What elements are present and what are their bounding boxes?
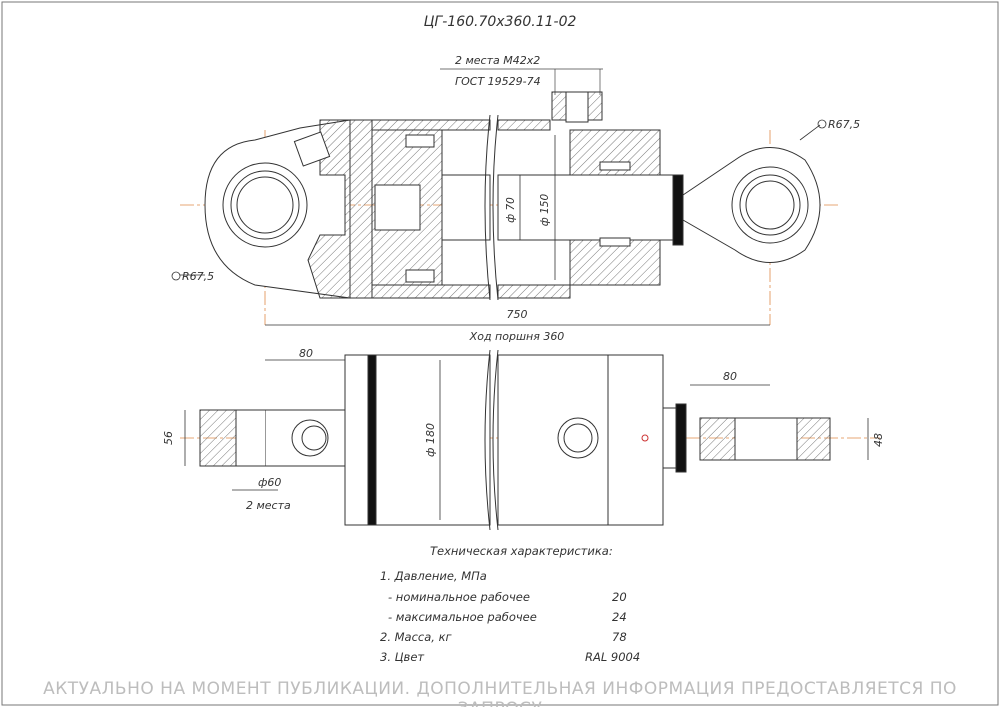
width-left-dim: 56 (162, 431, 175, 445)
bore-diameter-dim: ф 150 (539, 194, 551, 227)
spec-heading: Техническая характеристика: (430, 544, 613, 558)
stroke-dim: Ход поршня 360 (469, 330, 565, 343)
total-length-dim: 750 (507, 308, 528, 321)
port-note-line1: 2 места М42х2 (455, 54, 540, 67)
pin-count-note: 2 места (246, 499, 291, 512)
pin-diameter-dim: ф60 (258, 476, 281, 489)
spec-row-label: 2. Масса, кг (380, 630, 452, 644)
spec-row-label: - максимальное рабочее (388, 610, 537, 624)
spec-row-value: RAL 9004 (585, 650, 641, 664)
spec-row-label: - номинальное рабочее (388, 590, 530, 604)
radius-right-dim: R67,5 (828, 118, 860, 131)
drawing-title: ЦГ-160.70х360.11-02 (424, 14, 577, 30)
rod-diameter-dim: ф 70 (505, 197, 517, 223)
right-offset-dim: 80 (723, 370, 737, 383)
radius-left-dim: R67,5 (182, 270, 214, 283)
spec-row-value: 24 (612, 610, 627, 624)
width-right-dim: 48 (872, 433, 885, 447)
disclaimer-footer: АКТУАЛЬНО НА МОМЕНТ ПУБЛИКАЦИИ. ДОПОЛНИТ… (43, 679, 957, 707)
outer-diameter-dim: ф 180 (424, 423, 437, 457)
spec-row-label: 3. Цвет (380, 650, 425, 664)
spec-row-value: 78 (612, 630, 627, 644)
spec-row-value: 20 (612, 590, 627, 604)
left-offset-dim: 80 (299, 347, 313, 360)
section-view (180, 91, 840, 325)
spec-row-label: 1. Давление, МПа (380, 569, 487, 583)
port-note-line2: ГОСТ 19529-74 (455, 75, 541, 88)
side-view (180, 349, 880, 531)
